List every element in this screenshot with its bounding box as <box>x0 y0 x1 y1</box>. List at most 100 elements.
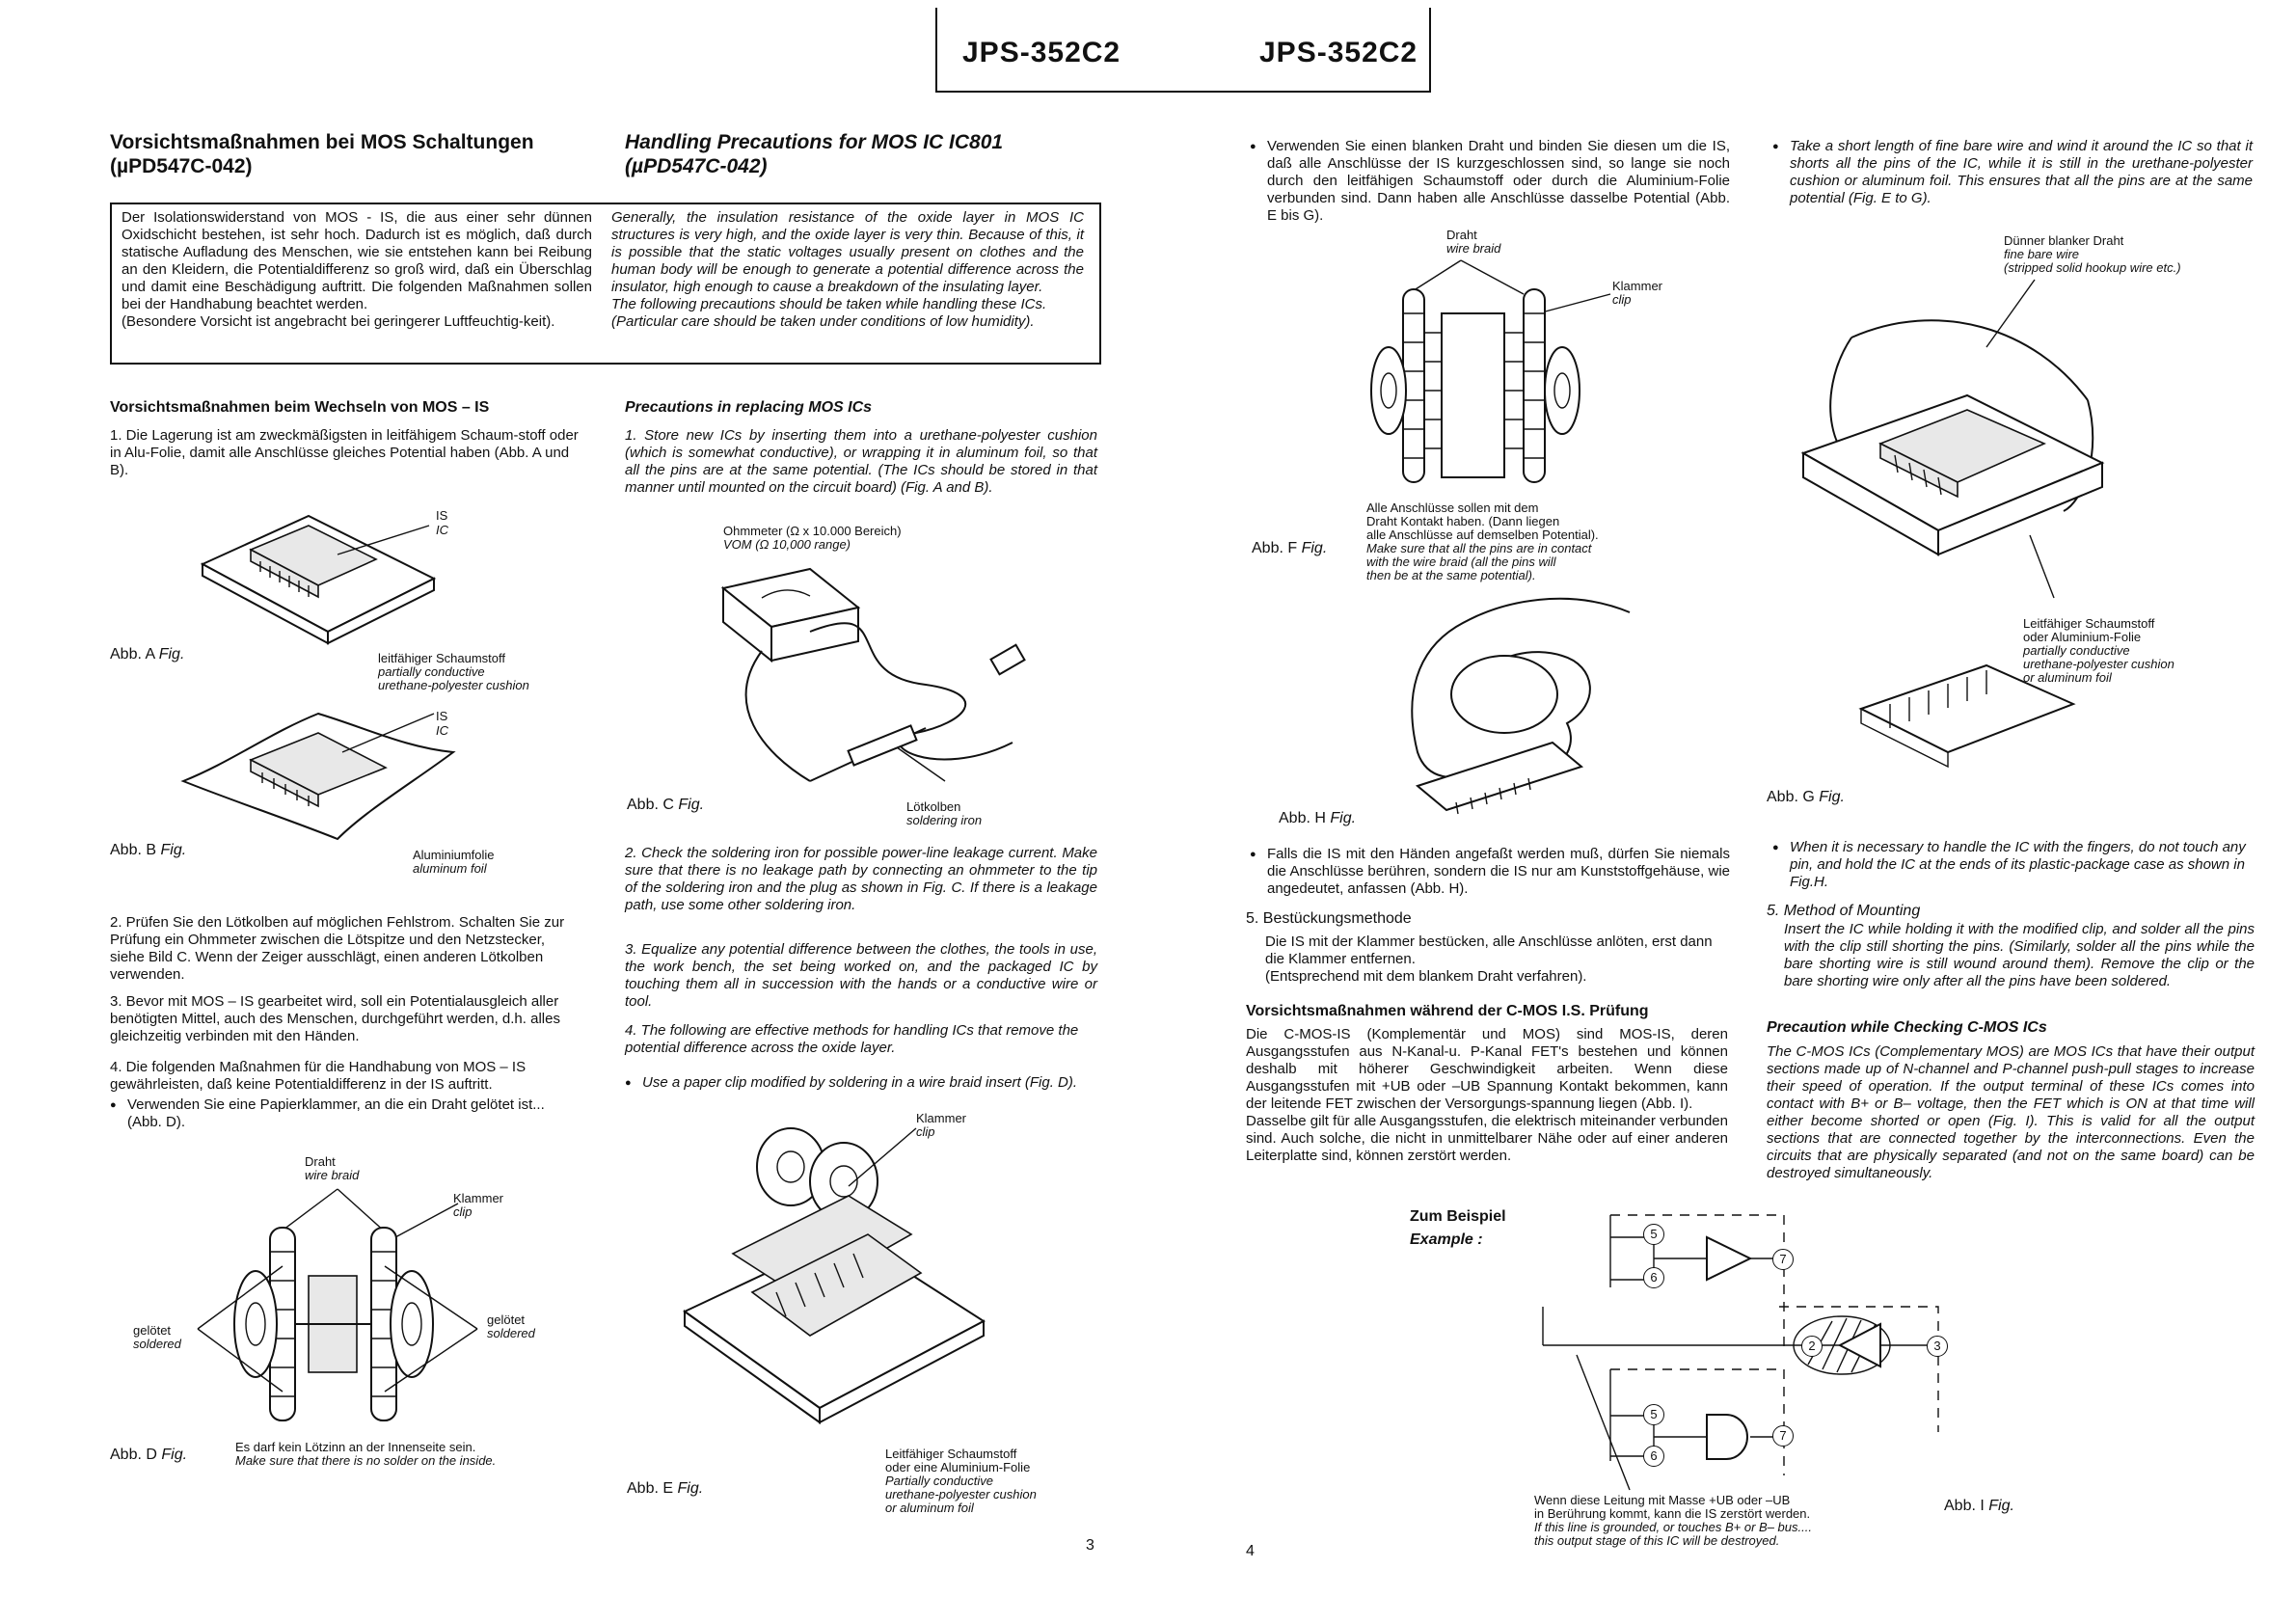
method-de-note: (Entsprechend mit dem blankem Draht verf… <box>1265 968 1587 985</box>
method-title-en: 5. Method of Mounting <box>1767 903 1921 919</box>
fig-a-drawing <box>200 514 437 645</box>
subtitle-en: Precautions in replacing MOS ICs <box>625 399 873 416</box>
intro-en-note: (Particular care should be taken under c… <box>611 313 1035 330</box>
fig-e-label-en: Fig. <box>677 1480 704 1497</box>
fig-g-top-de: Dünner blanker Draht <box>2004 233 2124 248</box>
fig-g-top-en1: fine bare wire <box>2004 247 2080 261</box>
intro-en-text2: The following precautions should be take… <box>611 296 1047 312</box>
method-de-text: Die IS mit der Klammer bestücken, alle A… <box>1265 933 1713 967</box>
step1-en: 1. Store new ICs by inserting them into … <box>625 427 1097 496</box>
fig-i-circuit <box>1542 1214 1939 1491</box>
fig-c-cap-de: Lötkolben <box>906 799 961 814</box>
fig-h-label: Abb. H Fig. <box>1279 810 1356 827</box>
fig-i-node-7a: 7 <box>1772 1249 1794 1270</box>
fig-i-node-7b: 7 <box>1772 1425 1794 1447</box>
step4-en: 4. The following are effective methods f… <box>625 1022 1079 1056</box>
intro-box <box>110 203 1101 365</box>
fig-i-cap-en2: this output stage of this IC will be des… <box>1534 1533 1780 1548</box>
fig-a-caption: leitfähiger Schaumstoff partially conduc… <box>378 652 529 692</box>
fig-i-node-5b: 5 <box>1643 1404 1664 1425</box>
cmos-de: Die C-MOS-IS (Komplementär und MOS) sind… <box>1246 1026 1728 1165</box>
fig-f-label: Abb. F Fig. <box>1252 540 1327 557</box>
fig-d-sol-l: soldered <box>133 1337 181 1351</box>
fig-i-cap-de1: Wenn diese Leitung mit Masse +UB oder –U… <box>1534 1493 1791 1507</box>
fig-a-label-en: Fig. <box>158 646 185 663</box>
fig-c-title-de: Ohmmeter (Ω x 10.000 Bereich) <box>723 524 902 538</box>
title-en: Handling Precautions for MOS IC IC801 (µ… <box>625 131 1004 177</box>
fig-f-klammer-de: Klammer <box>1612 279 1663 293</box>
intro-en: Generally, the insulation resistance of … <box>611 209 1084 331</box>
fig-b-caption: Aluminiumfolie aluminum foil <box>413 849 495 876</box>
fig-d-label-en: Fig. <box>161 1447 188 1463</box>
fig-d-klammer: Klammer clip <box>453 1192 503 1219</box>
cmos-de-text: Die C-MOS-IS (Komplementär und MOS) sind… <box>1246 1026 1728 1112</box>
fig-b-ic: IC <box>436 723 448 738</box>
fig-i-node-3: 3 <box>1927 1336 1948 1357</box>
fig-g-cap-en3: or aluminum foil <box>2023 670 2112 685</box>
header-box <box>935 8 1431 93</box>
fig-e-cap-en1: Partially conductive <box>885 1474 993 1488</box>
fig-g-cap-de1: Leitfähiger Schaumstoff <box>2023 616 2155 631</box>
top-bullet-de: Verwenden Sie einen blanken Draht und bi… <box>1250 138 1730 225</box>
fig-i-node-5a: 5 <box>1643 1224 1664 1245</box>
fig-h-drawing <box>1411 597 1631 815</box>
step2-en: 2. Check the soldering iron for possible… <box>625 845 1097 913</box>
fig-d-wire-en: wire braid <box>305 1168 360 1182</box>
top-bullet-en: Take a short length of fine bare wire an… <box>1772 138 2253 207</box>
fig-d-gel-l: gelötet <box>133 1323 172 1338</box>
fig-g-drawing <box>1800 279 2105 769</box>
step4-de: 4. Die folgenden Maßnahmen für die Handh… <box>110 1059 527 1093</box>
step1-de: 1. Die Lagerung ist am zweckmäßigsten in… <box>110 427 579 478</box>
fig-f-clip-en: clip <box>1612 292 1632 307</box>
fig-f-cap-de2: Draht Kontakt haben. (Dann liegen <box>1366 514 1560 528</box>
fig-f-draht-de: Draht <box>1446 228 1477 242</box>
fig-g-label: Abb. G Fig. <box>1767 789 1845 806</box>
fig-c-cap-en: soldering iron <box>906 813 983 827</box>
intro-de-note: (Besondere Vorsicht ist angebracht bei g… <box>122 313 555 330</box>
fig-b-label-de: Abb. B <box>110 842 157 858</box>
intro-en-text: Generally, the insulation resistance of … <box>611 209 1084 295</box>
fig-d-soldered-left: gelötet soldered <box>133 1324 181 1351</box>
fig-f-wire-en: wire braid <box>1446 241 1501 256</box>
hand-bullet-en: When it is necessary to handle the IC wi… <box>1772 839 2253 891</box>
fig-c-label-en: Fig. <box>678 797 705 813</box>
fig-f-cap-en1: Make sure that all the pins are in conta… <box>1366 541 1592 555</box>
fig-e-cap-en2: urethane-polyester cushion <box>885 1487 1037 1501</box>
bullet-de: Verwenden Sie eine Papierklammer, an die… <box>110 1096 582 1131</box>
fig-g-caption: Leitfähiger Schaumstoff oder Aluminium-F… <box>2023 617 2174 685</box>
method-en: Insert the IC while holding it with the … <box>1784 921 2255 989</box>
fig-h-label-en: Fig. <box>1330 810 1357 826</box>
fig-i-cap-en1: If this line is grounded, or touches B+ … <box>1534 1520 1812 1534</box>
fig-i-cap-de2: in Berührung kommt, kann die IS zerstört… <box>1534 1506 1811 1521</box>
fig-d-label-de: Abb. D <box>110 1447 157 1463</box>
fig-d-clip-en: clip <box>453 1204 473 1219</box>
fig-i-node-2: 2 <box>1801 1336 1823 1357</box>
fig-e-label-de: Abb. E <box>627 1480 674 1497</box>
fig-a-cap-en1: partially conductive <box>378 664 485 679</box>
model-title-left: JPS-352C2 <box>962 37 1121 68</box>
step2-de: 2. Prüfen Sie den Lötkolben auf mögliche… <box>110 914 565 983</box>
fig-i-caption: Wenn diese Leitung mit Masse +UB oder –U… <box>1534 1494 1812 1548</box>
subtitle-de: Vorsichtsmaßnahmen beim Wechseln von MOS… <box>110 399 490 416</box>
fig-i-example: Example : <box>1410 1231 1483 1248</box>
fig-i-node-6a: 6 <box>1643 1267 1664 1288</box>
fig-e-cap-en3: or aluminum foil <box>885 1501 974 1515</box>
fig-a-cap-de: leitfähiger Schaumstoff <box>378 651 505 665</box>
fig-b-label-en: Fig. <box>160 842 187 858</box>
fig-h-label-de: Abb. H <box>1279 810 1326 826</box>
fig-b-cap-de: Aluminiumfolie <box>413 848 495 862</box>
fig-g-cap-en2: urethane-polyester cushion <box>2023 657 2174 671</box>
fig-g-cap-en1: partially conductive <box>2023 643 2130 658</box>
fig-a-is: IS <box>436 508 448 523</box>
fig-d-drawing <box>197 1188 478 1421</box>
fig-f-cap-en3: then be at the same potential). <box>1366 568 1536 582</box>
fig-a-label: Abb. A Fig. <box>110 646 184 663</box>
fig-e-caption: Leitfähiger Schaumstoff oder eine Alumin… <box>885 1447 1037 1515</box>
fig-e-klammer: Klammer clip <box>916 1112 966 1139</box>
fig-c-drawing <box>720 567 1026 782</box>
fig-e-clip-en: clip <box>916 1124 935 1139</box>
fig-b-drawing <box>180 712 456 841</box>
fig-d-klammer-de: Klammer <box>453 1191 504 1205</box>
cmos-title-en: Precaution while Checking C-MOS ICs <box>1767 1019 2047 1036</box>
fig-d-gel-r: gelötet <box>487 1312 526 1327</box>
